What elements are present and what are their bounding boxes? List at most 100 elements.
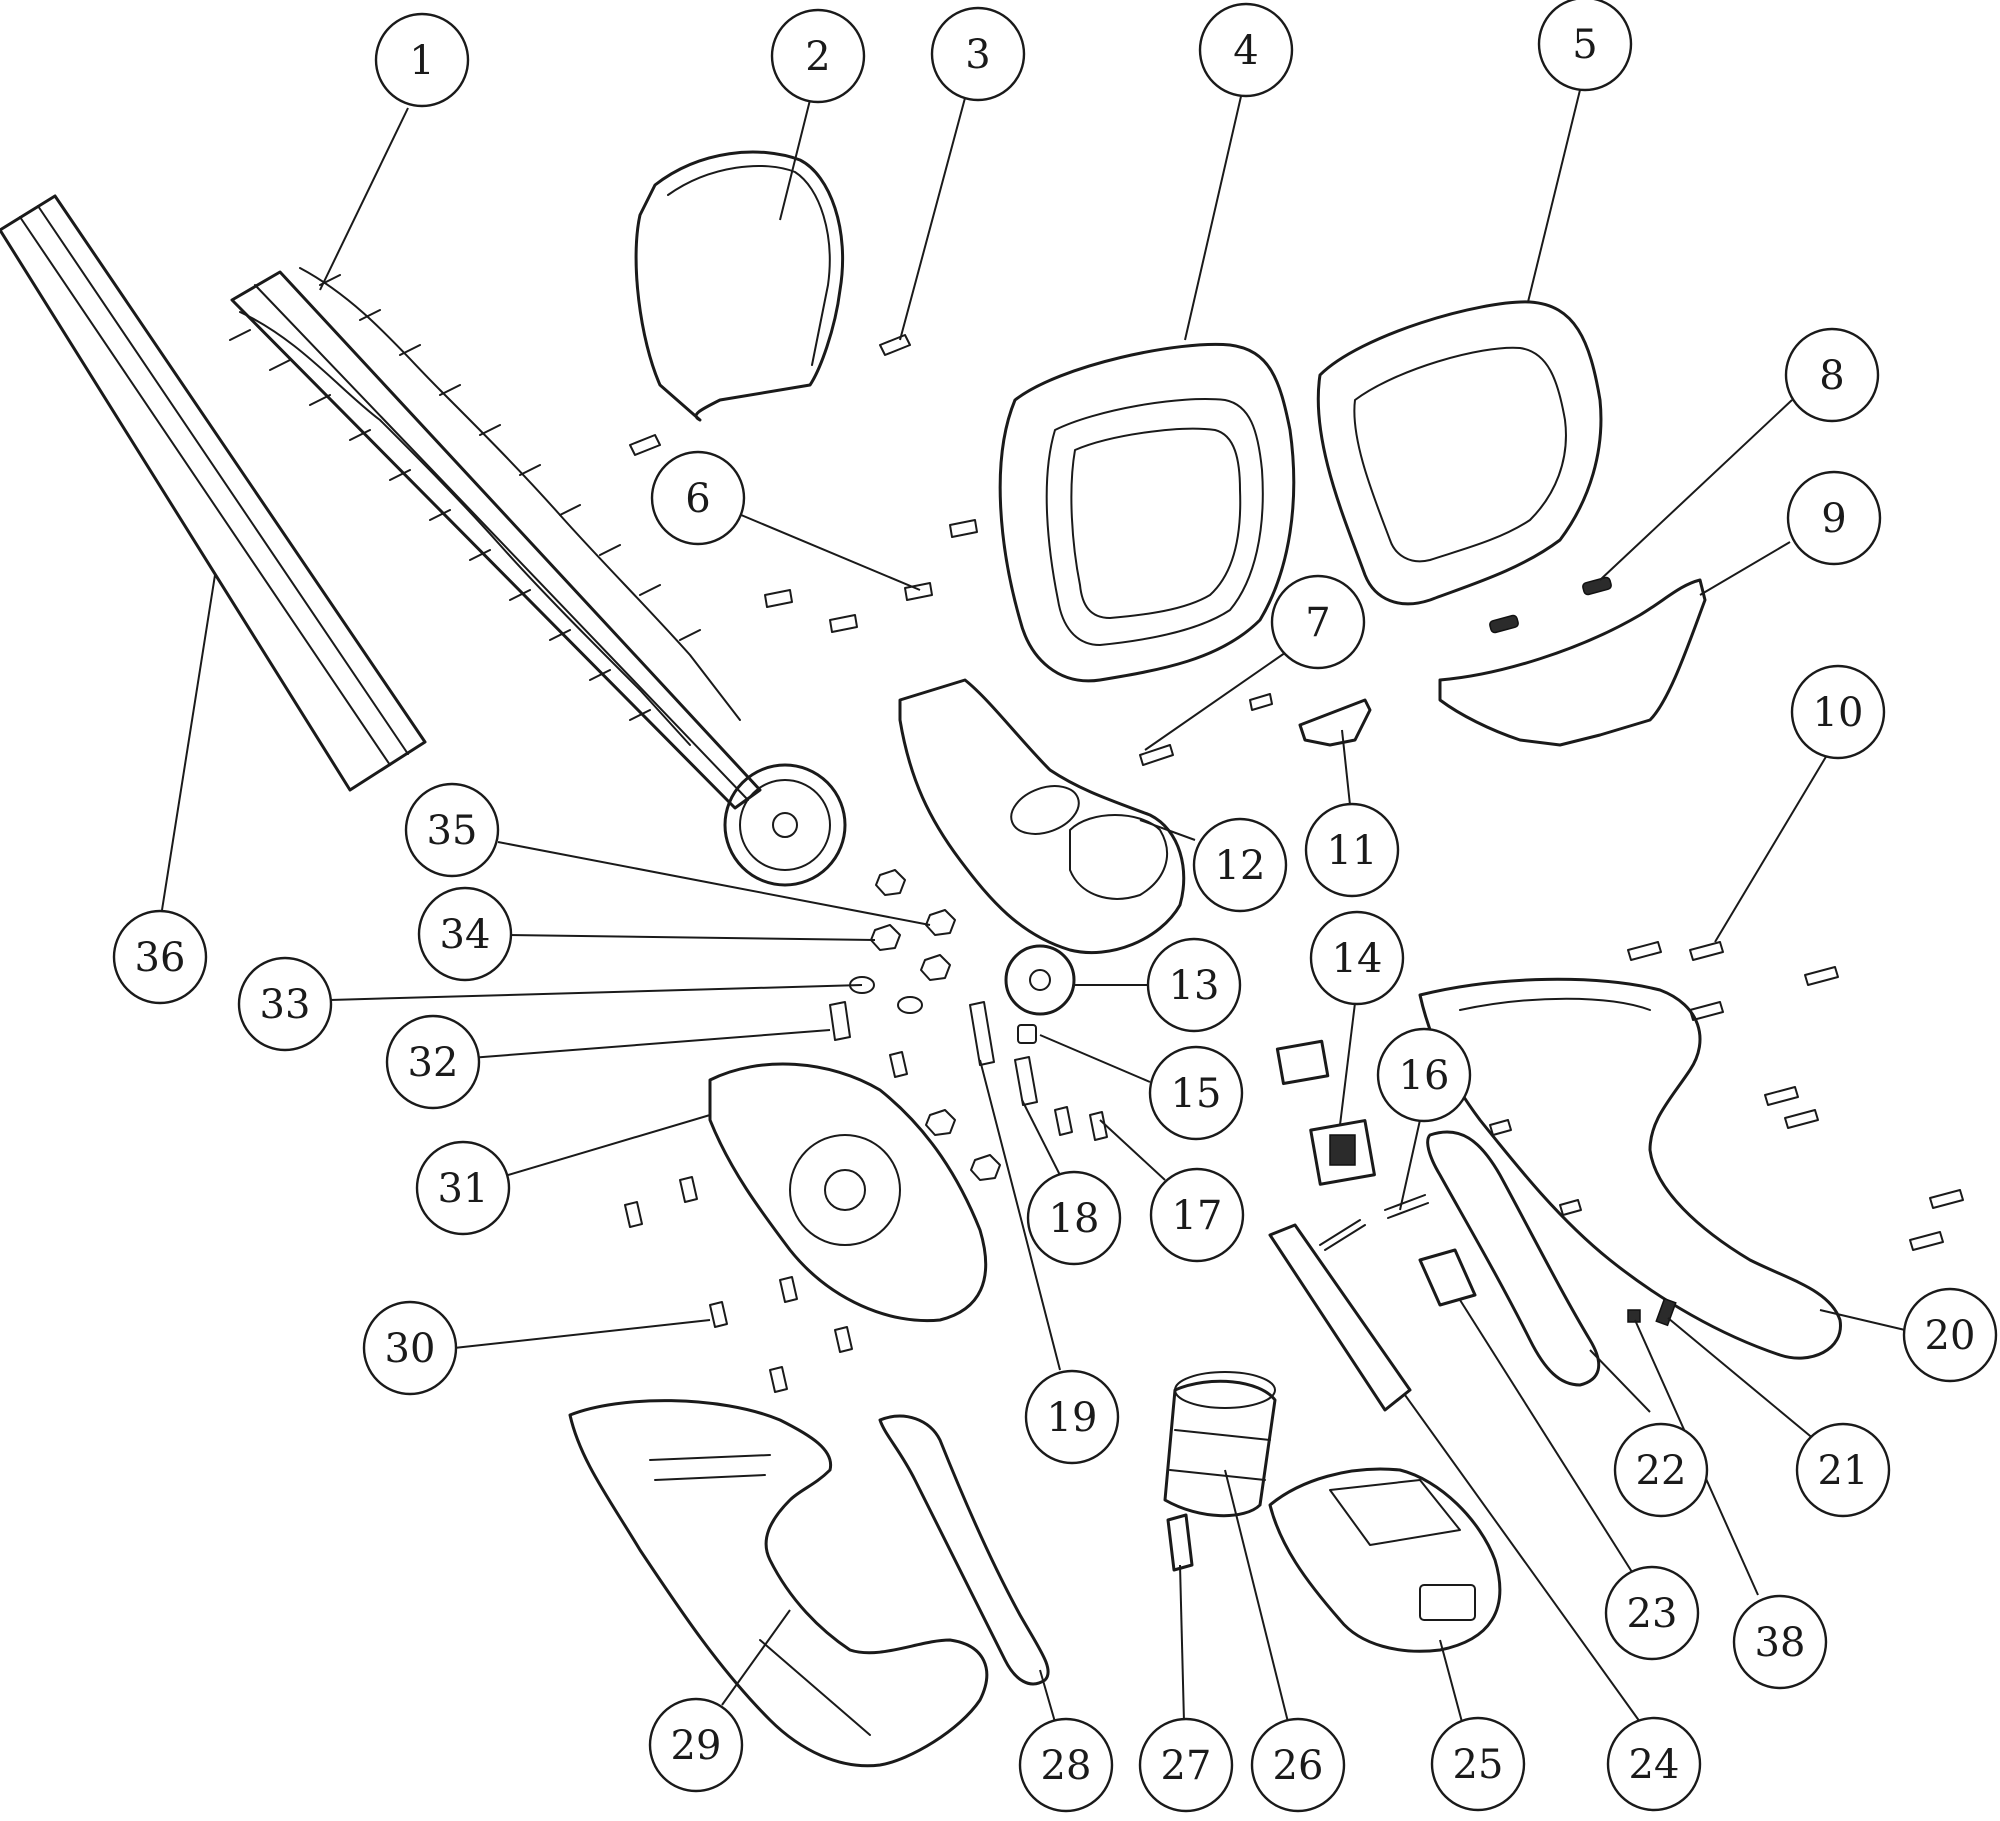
callout-27: 27: [1138, 1717, 1234, 1813]
callout-2: 2: [770, 8, 866, 104]
callout-20: 20: [1902, 1287, 1998, 1383]
leader-18: [1021, 1099, 1066, 1186]
callout-label: 2: [805, 34, 830, 80]
leader-12: [1139, 819, 1196, 841]
leader-7: [1144, 647, 1293, 751]
callout-9: 9: [1786, 470, 1882, 566]
callouts: 1 2 3 4 5 6 7 8 9 10 11 12 13 14 15 16 1…: [112, 0, 1998, 1813]
callout-label: 34: [440, 912, 491, 958]
callout-label: 3: [965, 32, 990, 78]
gear-13-part: [1004, 944, 1076, 1016]
callout-21: 21: [1795, 1422, 1891, 1518]
leader-28: [1039, 1669, 1056, 1723]
leader-15: [1039, 1034, 1151, 1083]
leader-17: [1099, 1119, 1166, 1181]
callout-label: 23: [1627, 1591, 1678, 1637]
leader-20: [1819, 1309, 1906, 1331]
springs-16-part: [1319, 1194, 1429, 1251]
callout-16: 16: [1376, 1027, 1472, 1123]
leader-5: [1527, 89, 1581, 303]
callout-7: 7: [1270, 574, 1366, 670]
callout-label: 15: [1171, 1071, 1222, 1117]
callout-19: 19: [1024, 1369, 1120, 1465]
callout-label: 9: [1821, 496, 1846, 542]
leader-6: [733, 511, 921, 591]
callout-label: 20: [1925, 1313, 1976, 1359]
callout-6: 6: [650, 450, 746, 546]
screw-17-part: [1089, 1111, 1108, 1141]
callout-29: 29: [648, 1697, 744, 1793]
leader-36: [161, 574, 216, 911]
screws-6-part: [764, 519, 978, 633]
connector-23-part: [1418, 1248, 1477, 1307]
nuts-washers-part: [829, 869, 1001, 1181]
callout-22: 22: [1613, 1422, 1709, 1518]
pinion-part: [1166, 1513, 1194, 1572]
callout-38: 38: [1732, 1594, 1828, 1690]
motor-part: [1163, 1371, 1277, 1518]
callout-label: 36: [135, 935, 186, 981]
callout-label: 35: [427, 808, 478, 854]
callout-14: 14: [1309, 910, 1405, 1006]
gear-housing-cover-part: [898, 678, 1186, 955]
small-part-38: [1627, 1309, 1641, 1323]
callout-label: 19: [1047, 1395, 1098, 1441]
pin-18-part: [1014, 1056, 1038, 1106]
gear-housing-part: [708, 1062, 988, 1323]
callout-1: 1: [374, 12, 470, 108]
handle-half-right-part: [1418, 977, 1842, 1360]
leader-8: [1599, 399, 1793, 581]
small-part-21: [1655, 1297, 1677, 1327]
callout-18: 18: [1026, 1170, 1122, 1266]
bushing-15-part: [1017, 1024, 1037, 1044]
battery-part: [1268, 1467, 1502, 1653]
callout-label: 8: [1819, 353, 1844, 399]
callout-11: 11: [1304, 802, 1400, 898]
callout-label: 32: [408, 1040, 459, 1086]
leader-33: [329, 984, 863, 1001]
callout-24: 24: [1606, 1716, 1702, 1812]
leader-14: [1339, 1002, 1356, 1126]
blade-cover-part: [0, 194, 427, 792]
callout-label: 33: [260, 982, 311, 1028]
trigger-lever-part: [1426, 1130, 1601, 1387]
callout-label: 5: [1572, 22, 1597, 68]
motor-housing-part: [568, 1399, 989, 1768]
callout-label: 16: [1399, 1053, 1450, 1099]
callout-15: 15: [1148, 1045, 1244, 1141]
callout-label: 6: [685, 476, 710, 522]
front-guard-large-part: [998, 342, 1296, 683]
leader-35: [497, 841, 931, 926]
callout-25: 25: [1430, 1716, 1526, 1812]
callout-label: 17: [1172, 1193, 1223, 1239]
leader-2: [779, 99, 811, 221]
callout-30: 30: [362, 1300, 458, 1396]
leader-29: [721, 1609, 791, 1706]
callout-label: 21: [1818, 1448, 1869, 1494]
leader-lines: [161, 89, 1906, 1723]
parts-illustration: [0, 150, 1964, 1768]
leader-30: [453, 1319, 711, 1349]
callout-23: 23: [1604, 1565, 1700, 1661]
grip-part: [878, 1414, 1050, 1686]
leader-1: [319, 107, 409, 291]
leader-16: [1399, 1119, 1421, 1211]
switch-lever-part: [1298, 698, 1372, 747]
rear-guard-part: [1316, 300, 1603, 606]
callout-5: 5: [1537, 0, 1633, 92]
guard-bracket-part: [1438, 578, 1707, 747]
callout-label: 13: [1169, 963, 1220, 1009]
callout-label: 38: [1755, 1620, 1806, 1666]
leader-31: [507, 1114, 711, 1176]
callout-label: 12: [1215, 843, 1266, 889]
callout-33: 33: [237, 956, 333, 1052]
callout-3: 3: [930, 6, 1026, 102]
leader-21: [1667, 1317, 1816, 1441]
callout-label: 10: [1813, 690, 1864, 736]
leader-11: [1341, 729, 1351, 806]
callout-label: 18: [1049, 1196, 1100, 1242]
callout-35: 35: [404, 782, 500, 878]
screw-7-part: [1139, 744, 1174, 766]
callout-label: 14: [1332, 936, 1383, 982]
pin-19-part: [969, 1001, 995, 1066]
